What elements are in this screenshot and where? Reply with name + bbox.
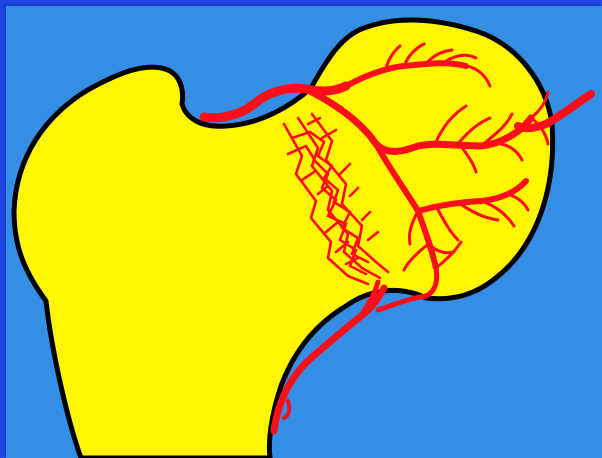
proximal-femur-blood-supply-diagram xyxy=(6,6,602,458)
